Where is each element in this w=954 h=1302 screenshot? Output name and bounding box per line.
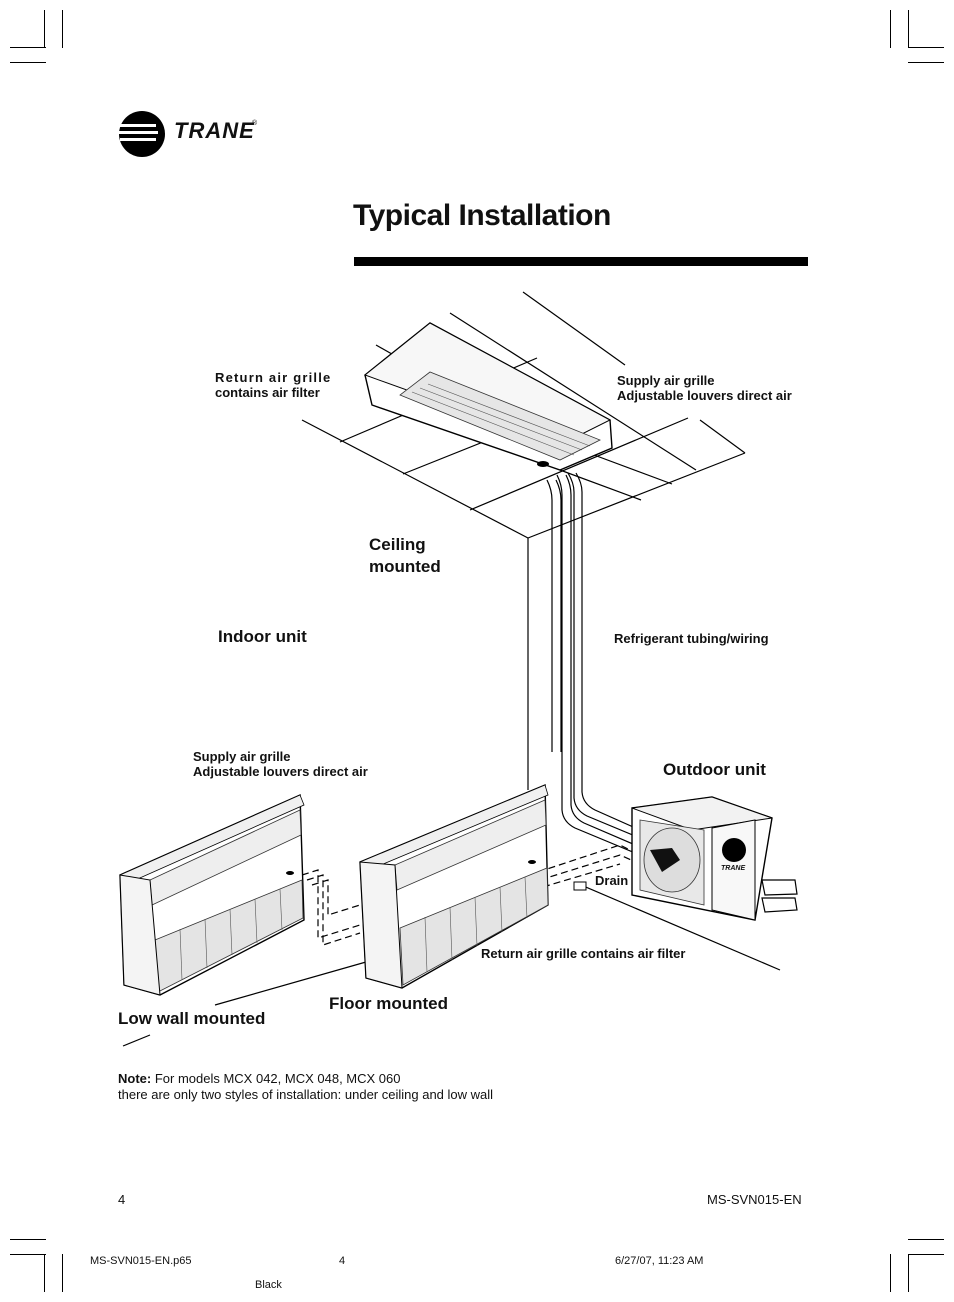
low-wall-mounted-label: Low wall mounted [118,1009,266,1028]
outdoor-unit-label: Outdoor unit [663,760,766,779]
page-number: 4 [118,1192,126,1207]
refrigerant-label: Refrigerant tubing/wiring [614,631,769,646]
refrigerant-tubing [546,472,641,856]
floor-mounted-label: Floor mounted [329,994,448,1013]
drain-label: Drain [595,873,629,888]
slug-page: 4 [339,1255,346,1267]
slug-color: Black [255,1279,282,1291]
floor-mounted-unit [359,783,587,989]
supply-grille-label-top: Supply air grille Adjustable louvers dir… [617,373,792,403]
note-label: Note: [118,1071,152,1086]
return-grille-bottom-label: Return air grille contains air filter [481,946,686,961]
brand-name: TRANE [174,118,255,143]
trane-logo-emblem-icon [118,111,165,157]
outdoor-unit [631,796,798,921]
ceiling-mounted-label: Ceiling mounted [369,535,441,576]
note-line1: For models MCX 042, MCX 048, MCX 060 [151,1071,401,1086]
ceiling-cassette-unit [363,322,613,471]
note-line2: there are only two styles of installatio… [118,1087,494,1102]
wall-and-floor [122,538,781,1047]
indoor-unit-label: Indoor unit [218,627,307,646]
slug-datetime: 6/27/07, 11:23 AM [615,1255,704,1267]
note: Note: For models MCX 042, MCX 048, MCX 0… [118,1071,493,1103]
slug-file: MS-SVN015-EN.p65 [90,1255,192,1267]
document-code: MS-SVN015-EN [707,1192,802,1207]
trane-logo: TRANE ® [118,110,268,160]
title-rule [354,257,808,266]
return-grille-label: Return air grille contains air filter [215,370,332,400]
outdoor-unit-badge: TRANE [721,865,746,872]
supply-grille-label-left: Supply air grille Adjustable louvers dir… [193,749,368,779]
brand-registered-mark: ® [252,120,258,127]
page-title: Typical Installation [353,199,611,232]
low-wall-unit [119,793,305,996]
